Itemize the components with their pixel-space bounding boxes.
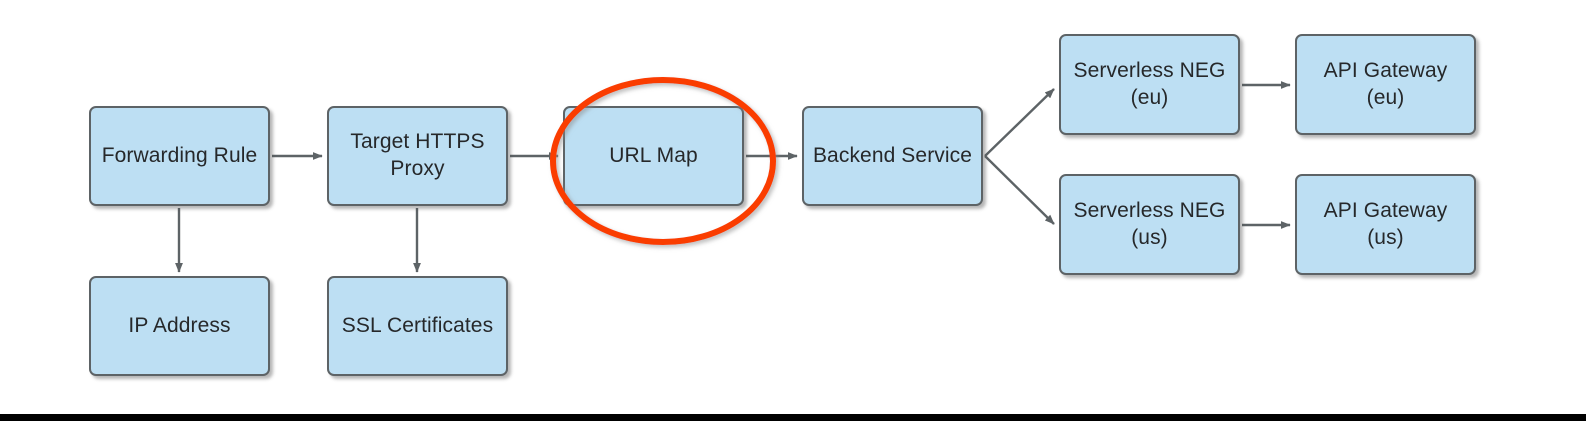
node-label-ip-address: IP Address bbox=[128, 313, 231, 337]
node-forwarding-rule[interactable]: Forwarding Rule bbox=[89, 106, 270, 206]
node-label-backend-service: Backend Service bbox=[812, 143, 973, 167]
node-serverless-neg-eu[interactable]: Serverless NEG (eu) bbox=[1059, 34, 1240, 135]
node-serverless-neg-us[interactable]: Serverless NEG (us) bbox=[1059, 174, 1240, 275]
node-api-gateway-eu[interactable]: API Gateway (eu) bbox=[1295, 34, 1476, 135]
node-label-serverless-neg-eu: Serverless NEG (eu) bbox=[1073, 58, 1226, 109]
node-label-forwarding-rule: Forwarding Rule bbox=[101, 143, 258, 167]
node-target-https-proxy[interactable]: Target HTTPS Proxy bbox=[327, 106, 508, 206]
node-label-api-gateway-eu: API Gateway (eu) bbox=[1323, 58, 1448, 109]
node-ip-address[interactable]: IP Address bbox=[89, 276, 270, 376]
node-url-map[interactable]: URL Map bbox=[563, 106, 744, 206]
footer-bar bbox=[0, 414, 1586, 421]
node-label-ssl-certificates: SSL Certificates bbox=[341, 313, 494, 337]
node-ssl-certificates[interactable]: SSL Certificates bbox=[327, 276, 508, 376]
node-api-gateway-us[interactable]: API Gateway (us) bbox=[1295, 174, 1476, 275]
edge-backend-service-to-serverless-neg-us bbox=[984, 155, 1055, 225]
node-label-api-gateway-us: API Gateway (us) bbox=[1323, 198, 1448, 249]
edge-backend-service-to-serverless-neg-eu bbox=[984, 88, 1055, 157]
node-backend-service[interactable]: Backend Service bbox=[802, 106, 983, 206]
node-label-serverless-neg-us: Serverless NEG (us) bbox=[1073, 198, 1226, 249]
node-label-url-map: URL Map bbox=[609, 143, 698, 167]
node-label-target-https-proxy: Target HTTPS Proxy bbox=[350, 130, 485, 180]
